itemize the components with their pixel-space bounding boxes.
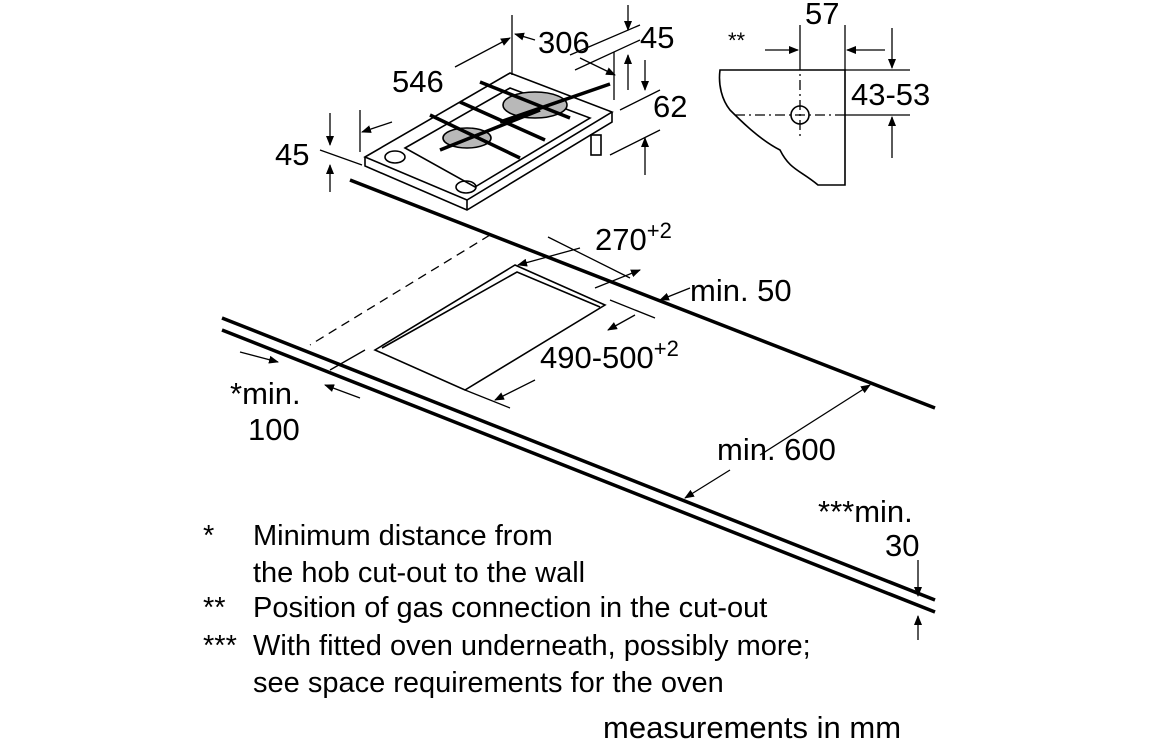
note-text: Minimum distance from bbox=[253, 520, 553, 552]
cutout-width-label: 270+2 bbox=[595, 218, 672, 257]
note-marker: * bbox=[203, 520, 214, 552]
min-back-label: min. 50 bbox=[690, 273, 792, 308]
min-below-label: ***min. bbox=[818, 494, 913, 529]
gas-offset-label: 57 bbox=[805, 0, 839, 31]
note-text: With fitted oven underneath, possibly mo… bbox=[253, 630, 811, 662]
note-marker: *** bbox=[203, 630, 237, 662]
hob-illustration bbox=[363, 72, 614, 211]
hob-total-height-label: 62 bbox=[653, 89, 687, 124]
min-below-value: 30 bbox=[885, 528, 919, 563]
note-text: see space requirements for the oven bbox=[253, 667, 724, 699]
cutout-depth-label: 490-500+2 bbox=[540, 336, 679, 375]
gas-height-label: 43-53 bbox=[851, 77, 930, 112]
footnotes: * Minimum distance from the hob cut-out … bbox=[203, 520, 811, 699]
hob-height-label: 45 bbox=[640, 20, 674, 55]
note-marker: ** bbox=[203, 592, 226, 624]
knob bbox=[384, 150, 406, 164]
note-text: the hob cut-out to the wall bbox=[253, 557, 585, 589]
min-wall-label: *min. bbox=[230, 376, 301, 411]
knob bbox=[455, 180, 477, 194]
min-worktop-label: min. 600 bbox=[717, 432, 836, 467]
worktop-illustration bbox=[221, 178, 936, 640]
hob-front-height-label: 45 bbox=[275, 137, 309, 172]
gas-connection-profile bbox=[718, 25, 910, 186]
min-wall-value: 100 bbox=[248, 412, 300, 447]
note-text: Position of gas connection in the cut-ou… bbox=[253, 592, 767, 624]
hob-width-label: 306 bbox=[538, 25, 590, 60]
gas-marker: ** bbox=[728, 28, 746, 53]
units-caption: measurements in mm bbox=[603, 710, 901, 742]
hob-dimension-lines bbox=[319, 5, 661, 192]
hob-depth-label: 546 bbox=[392, 64, 444, 99]
gas-inlet bbox=[590, 134, 602, 156]
